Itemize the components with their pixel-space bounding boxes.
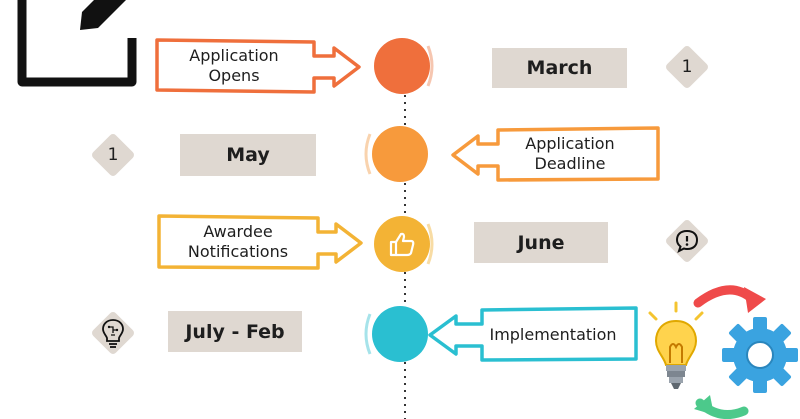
timeline-node-implement	[364, 306, 428, 362]
marker-number: 1	[681, 57, 693, 77]
event-label-application-deadline: Application Deadline	[525, 134, 615, 173]
callout-arrow-right	[157, 214, 363, 270]
timeline-line	[404, 95, 406, 419]
event-label-application-opens: Application Opens	[189, 46, 279, 85]
callout-arrow-left	[451, 126, 660, 182]
edit-icon	[17, 0, 137, 87]
lightbulb-gear-cycle-icon	[648, 285, 798, 419]
callout-arrow-left	[428, 306, 638, 362]
event-label-awardee-notifications: Awardee Notifications	[187, 222, 289, 261]
alert-chat-icon	[675, 229, 699, 253]
date-box-may: May	[180, 134, 316, 176]
marker-number: 1	[107, 145, 119, 165]
timeline-node-opens	[374, 38, 434, 94]
date-box-july-feb: July - Feb	[168, 311, 302, 352]
timeline-node-deadline	[364, 126, 428, 182]
event-label-implementation: Implementation	[489, 325, 617, 344]
date-box-march: March	[492, 48, 627, 88]
date-box-june: June	[474, 222, 608, 263]
timeline-node-notify	[374, 216, 434, 272]
brain-bulb-icon	[102, 319, 124, 348]
thumbs-up-icon	[389, 232, 415, 257]
callout-arrow-right	[155, 38, 361, 94]
